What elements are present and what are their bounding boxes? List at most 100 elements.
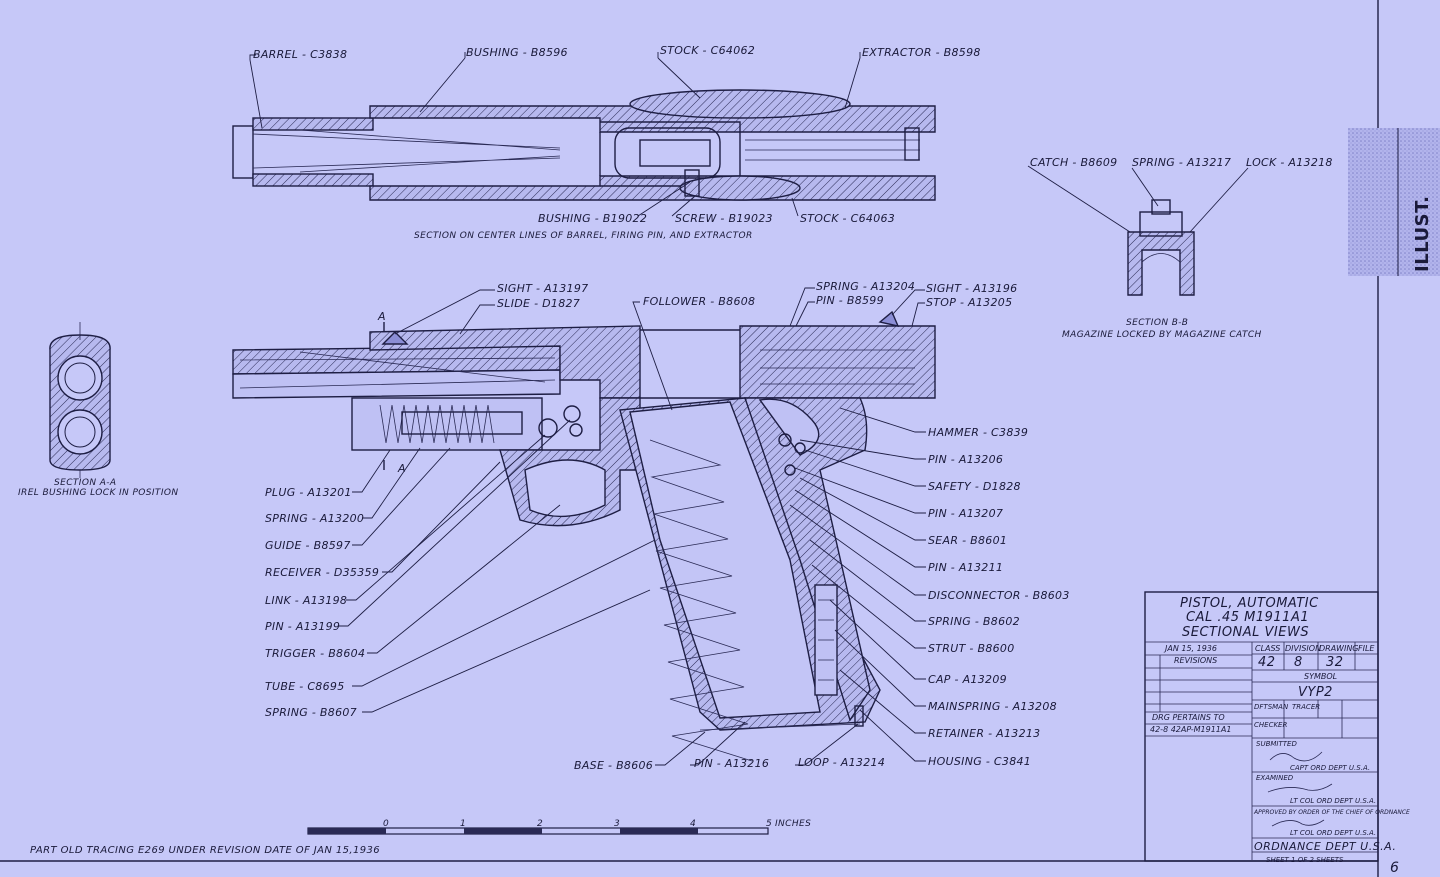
label-left-0: PLUG - A13201 bbox=[265, 486, 352, 499]
title-line-2: CAL .45 M1911A1 bbox=[1186, 610, 1309, 625]
label-right-6: DISCONNECTOR - B8603 bbox=[928, 589, 1070, 602]
label-right-0: HAMMER - C3839 bbox=[928, 426, 1028, 439]
label-spring-a13217: SPRING - A13217 bbox=[1132, 156, 1231, 169]
title-dftsman: DFTSMAN bbox=[1254, 703, 1289, 711]
scale-bar bbox=[307, 827, 769, 835]
label-base: BASE - B8606 bbox=[574, 759, 653, 772]
top-section-drawing bbox=[232, 89, 936, 201]
label-right-2: SAFETY - D1828 bbox=[928, 480, 1021, 493]
scale-tick-4: 4 bbox=[690, 819, 696, 829]
main-left-labels: PLUG - A13201 SPRING - A13200 GUIDE - B8… bbox=[265, 486, 379, 719]
title-symbol-header: SYMBOL bbox=[1304, 672, 1337, 681]
label-left-3: RECEIVER - D35359 bbox=[265, 566, 379, 579]
main-right-leaders bbox=[789, 407, 926, 762]
label-right-10: MAINSPRING - A13208 bbox=[928, 700, 1057, 713]
label-stock-top: STOCK - C64062 bbox=[660, 44, 755, 57]
label-right-9: CAP - A13209 bbox=[928, 673, 1007, 686]
title-pertains: DRG PERTAINS TO bbox=[1152, 713, 1225, 722]
title-pertains-value: 42-8 42AP-M1911A1 bbox=[1150, 725, 1231, 734]
label-follower: FOLLOWER - B8608 bbox=[643, 295, 755, 308]
label-spring-a13204: SPRING - A13204 bbox=[816, 280, 915, 293]
title-division-header: DIVISION bbox=[1285, 644, 1321, 653]
title-approved-by: LT COL ORD DEPT U.S.A. bbox=[1290, 829, 1376, 837]
label-right-8: STRUT - B8600 bbox=[928, 642, 1015, 655]
main-top-leaders bbox=[394, 287, 925, 411]
label-loop: LOOP - A13214 bbox=[798, 756, 885, 769]
caption-section-b-desc: MAGAZINE LOCKED BY MAGAZINE CATCH bbox=[1062, 330, 1262, 340]
title-tracer: TRACER bbox=[1292, 703, 1320, 711]
label-left-6: TRIGGER - B8604 bbox=[265, 647, 365, 660]
title-date: JAN 15, 1936 bbox=[1163, 644, 1217, 653]
title-drawing-value: 32 bbox=[1326, 655, 1344, 670]
title-block bbox=[1144, 591, 1379, 862]
title-symbol-value: VYP2 bbox=[1298, 685, 1333, 700]
title-sheet: SHEET 1 OF 2 SHEETS bbox=[1266, 856, 1344, 864]
label-left-4: LINK - A13198 bbox=[265, 594, 347, 607]
label-pin-b8599: PIN - B8599 bbox=[816, 294, 884, 307]
label-right-4: SEAR - B8601 bbox=[928, 534, 1007, 547]
label-left-1: SPRING - A13200 bbox=[265, 512, 364, 525]
title-approved: APPROVED BY ORDER OF THE CHIEF OF ORDNAN… bbox=[1253, 809, 1410, 816]
label-right-7: SPRING - B8602 bbox=[928, 615, 1020, 628]
title-line-3: SECTIONAL VIEWS bbox=[1182, 625, 1309, 640]
title-division-value: 8 bbox=[1294, 655, 1303, 670]
scale-tick-1: 1 bbox=[460, 819, 466, 829]
section-a-drawing bbox=[49, 322, 111, 478]
label-left-5: PIN - A13199 bbox=[265, 620, 340, 633]
title-class-value: 42 bbox=[1258, 655, 1276, 670]
scale-tick-5: 5 bbox=[766, 819, 772, 829]
title-drawing-header: DRAWING bbox=[1319, 644, 1359, 653]
caption-section-b: SECTION B-B bbox=[1126, 318, 1188, 328]
label-stop: STOP - A13205 bbox=[926, 296, 1012, 309]
label-right-11: RETAINER - A13213 bbox=[928, 727, 1040, 740]
scale-tick-3: 3 bbox=[614, 819, 620, 829]
scale-ticks: 0 1 2 3 4 5 INCHES bbox=[383, 819, 811, 829]
label-right-3: PIN - A13207 bbox=[928, 507, 1003, 520]
label-left-7: TUBE - C8695 bbox=[265, 680, 345, 693]
scale-tick-2: 2 bbox=[537, 819, 543, 829]
title-submitted: SUBMITTED bbox=[1256, 740, 1297, 748]
label-lock: LOCK - A13218 bbox=[1246, 156, 1333, 169]
title-file-header: FILE bbox=[1358, 644, 1375, 653]
title-examined-by: LT COL ORD DEPT U.S.A. bbox=[1290, 797, 1376, 805]
title-submitted-by: CAPT ORD DEPT U.S.A. bbox=[1290, 764, 1370, 772]
side-stamp-text: ILLUST. bbox=[1412, 196, 1433, 272]
top-leader-lines bbox=[249, 52, 861, 217]
scale-tick-0: 0 bbox=[383, 819, 389, 829]
footer-note: PART OLD TRACING E269 UNDER REVISION DAT… bbox=[30, 845, 380, 856]
title-examined: EXAMINED bbox=[1256, 774, 1294, 782]
label-stock-bottom: STOCK - C64063 bbox=[800, 212, 895, 225]
label-screw: SCREW - B19023 bbox=[675, 212, 773, 225]
label-extractor: EXTRACTOR - B8598 bbox=[862, 46, 981, 59]
label-right-1: PIN - A13206 bbox=[928, 453, 1003, 466]
label-sight-rear: SIGHT - A13196 bbox=[926, 282, 1017, 295]
section-mark-a-bottom: A bbox=[397, 462, 406, 475]
scale-unit: INCHES bbox=[775, 819, 811, 829]
caption-section-a-desc: IREL BUSHING LOCK IN POSITION bbox=[18, 488, 179, 498]
caption-top-section: SECTION ON CENTER LINES OF BARREL, FIRIN… bbox=[414, 231, 753, 241]
title-revisions: REVISIONS bbox=[1174, 656, 1217, 665]
label-right-5: PIN - A13211 bbox=[928, 561, 1003, 574]
main-pistol-drawing bbox=[232, 310, 936, 762]
label-bushing-top: BUSHING - B8596 bbox=[466, 46, 568, 59]
corner-mark: 6 bbox=[1390, 860, 1399, 876]
label-bushing-bottom: BUSHING - B19022 bbox=[538, 212, 647, 225]
label-catch: CATCH - B8609 bbox=[1030, 156, 1117, 169]
caption-section-a: SECTION A-A bbox=[54, 478, 116, 488]
label-left-8: SPRING - B8607 bbox=[265, 706, 357, 719]
main-right-labels: HAMMER - C3839 PIN - A13206 SAFETY - D18… bbox=[928, 426, 1070, 768]
label-barrel: BARREL - C3838 bbox=[253, 48, 347, 61]
label-left-2: GUIDE - B8597 bbox=[265, 539, 351, 552]
title-checker: CHECKER bbox=[1254, 721, 1287, 729]
title-dept: ORDNANCE DEPT U.S.A. bbox=[1254, 840, 1396, 853]
label-slide: SLIDE - D1827 bbox=[497, 297, 580, 310]
section-b-drawing bbox=[1027, 165, 1249, 296]
title-line-1: PISTOL, AUTOMATIC bbox=[1180, 596, 1319, 611]
side-stamp: ILLUST. bbox=[1348, 128, 1440, 276]
label-pin-a13216: PIN - A13216 bbox=[694, 757, 769, 770]
main-bottom-leaders bbox=[655, 721, 859, 766]
title-class-header: CLASS bbox=[1255, 644, 1280, 653]
main-left-leaders bbox=[338, 419, 656, 713]
